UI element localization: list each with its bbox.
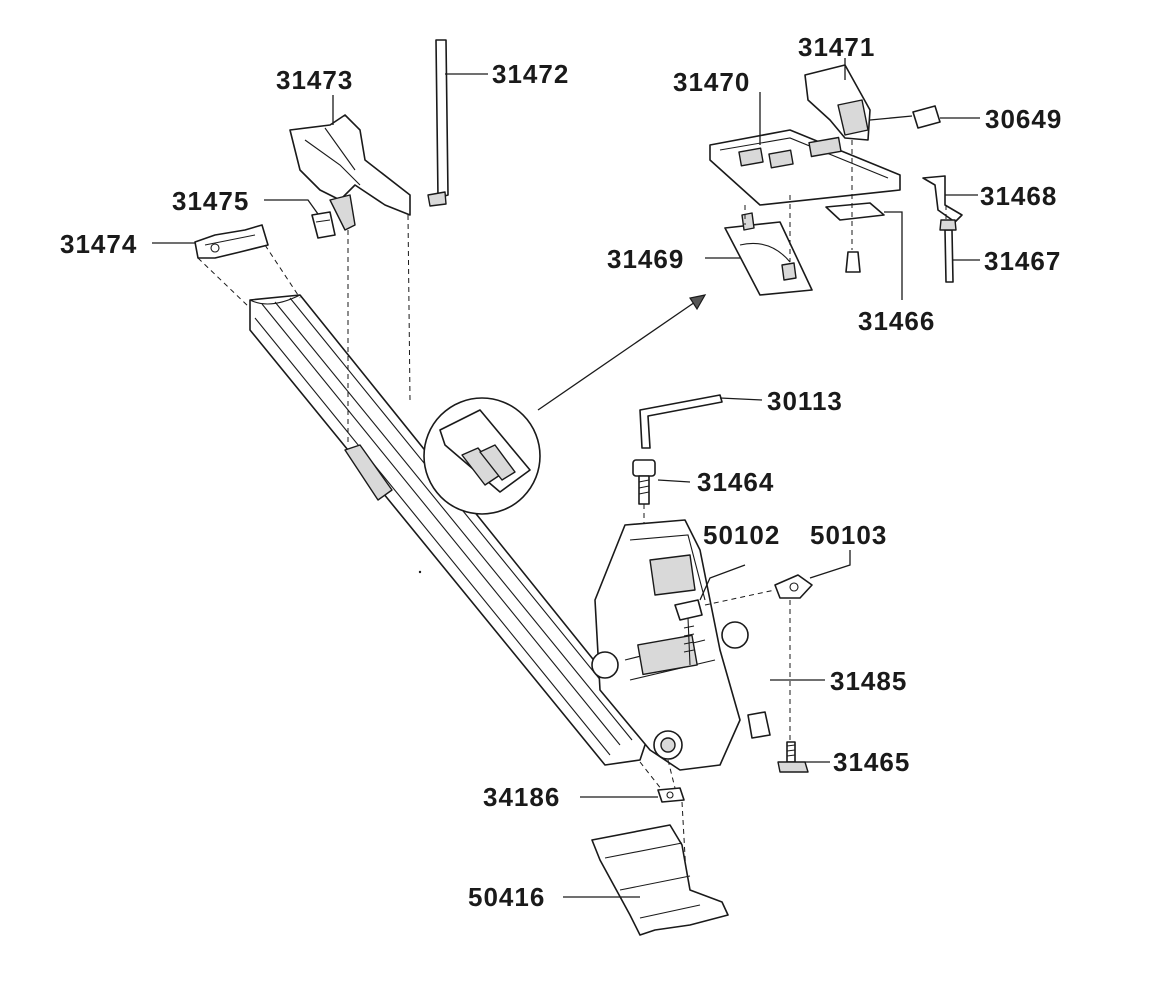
label-31467: 31467: [984, 246, 1061, 276]
part-50416-tray: [591, 824, 729, 936]
part-31467-screw: [939, 219, 957, 283]
assembly-line: [704, 589, 776, 606]
main-rail: [249, 294, 651, 766]
label-31474: 31474: [60, 229, 137, 259]
part-31474-endcap: [194, 224, 269, 259]
label-31465: 31465: [833, 747, 910, 777]
part-31470-plate: [709, 129, 901, 206]
label-31464: 31464: [697, 467, 774, 497]
stray-mark: [418, 570, 422, 574]
part-30113-hex-key: [639, 394, 723, 449]
part-31466-bracket: [825, 202, 885, 273]
label-30649: 30649: [985, 104, 1062, 134]
part-30649-pin: [869, 105, 941, 129]
part-31464-bolt: [632, 459, 656, 505]
arrow-head: [689, 294, 707, 311]
part-31473-cover: [289, 114, 411, 231]
part-31472-strap: [427, 39, 449, 207]
leader-lines: [152, 58, 980, 898]
label-31485: 31485: [830, 666, 907, 696]
part-50102-knob: [674, 599, 703, 666]
part-31475-clip: [311, 211, 336, 239]
label-50103: 50103: [810, 520, 887, 550]
assembly-line: [667, 759, 676, 789]
part-31469-pad: [724, 212, 813, 296]
label-50416: 50416: [468, 882, 545, 912]
label-31469: 31469: [607, 244, 684, 274]
label-31466: 31466: [858, 306, 935, 336]
label-50102: 50102: [703, 520, 780, 550]
assembly-line: [264, 244, 301, 299]
assembly-line: [639, 761, 663, 791]
part-31465-t-bolt: [777, 741, 809, 773]
label-31472: 31472: [492, 59, 569, 89]
assembly-line: [197, 257, 251, 309]
part-31485-cap: [747, 711, 771, 739]
clamp-body: [591, 519, 749, 771]
assembly-line: [407, 214, 411, 401]
part-31471-latch: [804, 64, 871, 141]
label-31470: 31470: [673, 67, 750, 97]
label-31473: 31473: [276, 65, 353, 95]
label-34186: 34186: [483, 782, 560, 812]
part-31468-spring-clip: [922, 175, 963, 223]
label-31475: 31475: [172, 186, 249, 216]
label-31468: 31468: [980, 181, 1057, 211]
part-50103-nut: [774, 574, 813, 599]
detail-magnifier: [423, 294, 707, 515]
part-34186-washer: [657, 787, 685, 803]
label-30113: 30113: [767, 386, 843, 416]
label-31471: 31471: [798, 32, 875, 62]
